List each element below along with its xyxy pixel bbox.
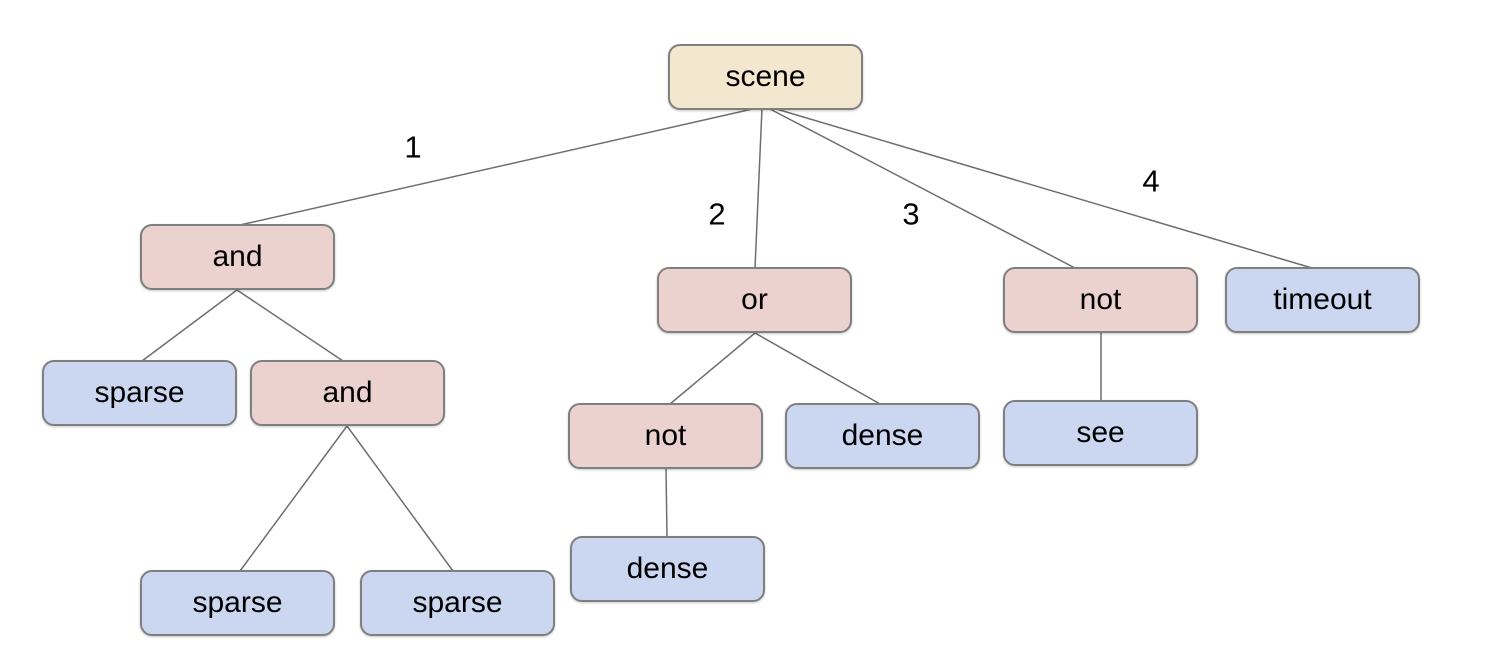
edge-not-dense [665, 468, 668, 538]
edge-label-3: 3 [902, 196, 920, 232]
node-timeout: timeout [1225, 267, 1420, 333]
edge-scene-and [239, 107, 758, 226]
node-sparse-2: sparse [140, 570, 335, 636]
node-sparse-1: sparse [42, 360, 237, 426]
node-not-outer: not [1003, 267, 1198, 333]
edge-or-not [669, 332, 756, 405]
node-dense-2: dense [570, 536, 765, 602]
edge-and-sparse [141, 289, 238, 362]
node-and-2: and [250, 360, 445, 426]
edge-scene-or [754, 107, 763, 269]
edge-and2-sparse [239, 425, 348, 572]
edge-label-4: 4 [1142, 163, 1160, 199]
edge-label-1: 1 [404, 129, 422, 165]
node-see: see [1003, 400, 1198, 466]
node-or: or [657, 267, 852, 333]
edge-scene-timeout [772, 107, 1313, 269]
node-sparse-3: sparse [360, 570, 555, 636]
edge-and-and [236, 289, 344, 362]
edge-scene-not [767, 107, 1076, 269]
node-scene: scene [668, 44, 863, 110]
edge-label-2: 2 [708, 196, 726, 232]
node-not-inner: not [568, 403, 763, 469]
edge-or-dense [754, 332, 881, 405]
node-and-1: and [140, 224, 335, 290]
node-dense-1: dense [785, 403, 980, 469]
edge-and2-sparse2 [346, 425, 454, 572]
